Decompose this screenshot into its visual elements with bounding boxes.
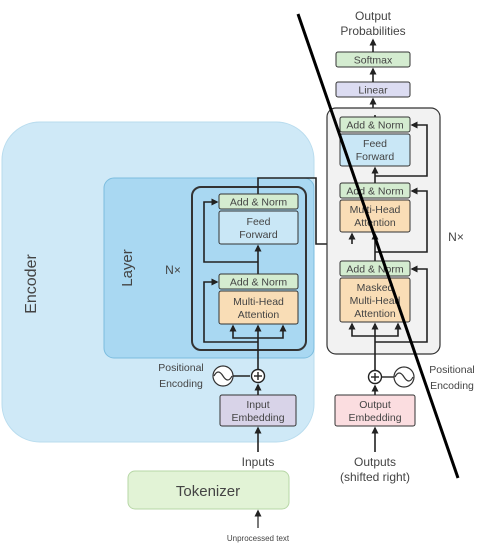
output-embedding: Output Embedding xyxy=(334,384,416,452)
svg-text:Add & Norm: Add & Norm xyxy=(230,277,287,289)
encoder-label: Encoder xyxy=(23,254,40,314)
svg-text:Attention: Attention xyxy=(238,309,280,321)
svg-text:Multi-Head: Multi-Head xyxy=(350,204,401,216)
decoder-add-norm-bottom: Add & Norm xyxy=(339,260,411,277)
svg-text:Input: Input xyxy=(246,399,269,411)
outputs-label-2: (shifted right) xyxy=(340,470,410,484)
svg-text:Embedding: Embedding xyxy=(348,412,401,424)
encoder-block: N× Add & Norm Feed Forward Add & Norm Mu… xyxy=(165,177,373,370)
svg-text:Masked: Masked xyxy=(357,282,394,294)
encoder-positional-encoding: Positional Encoding xyxy=(158,362,266,390)
svg-text:Encoding: Encoding xyxy=(430,380,474,392)
svg-text:Add & Norm: Add & Norm xyxy=(346,120,403,132)
svg-text:Positional: Positional xyxy=(158,362,204,374)
tokenizer-box: Tokenizer xyxy=(127,470,290,510)
outputs-label-1: Outputs xyxy=(354,455,396,469)
decoder-arrows xyxy=(348,115,428,370)
svg-text:Multi-Head: Multi-Head xyxy=(350,295,401,307)
encoder-multi-head-attention: Multi-Head Attention xyxy=(218,290,299,325)
softmax-box: Softmax xyxy=(335,51,411,68)
svg-text:Encoding: Encoding xyxy=(159,378,203,390)
decoder-masked-attention: Masked Multi-Head Attention xyxy=(339,277,411,323)
decoder-block: N× Add & Norm Feed Forward Add & Norm Mu… xyxy=(326,107,464,370)
decoder-feed-forward: Feed Forward xyxy=(339,133,411,167)
svg-text:Add & Norm: Add & Norm xyxy=(346,264,403,276)
encoder-feed-forward: Feed Forward xyxy=(218,210,299,245)
layer-label: Layer xyxy=(119,249,136,287)
decoder-positional-encoding: Positional Encoding xyxy=(367,364,475,392)
inputs-label: Inputs xyxy=(242,455,275,469)
strike-through-line xyxy=(296,13,460,479)
output-probabilities-label-1: Output xyxy=(355,9,392,23)
encoder-repeat-label: N× xyxy=(165,263,181,277)
decoder-repeat-label: N× xyxy=(448,230,464,244)
svg-text:Output: Output xyxy=(359,399,391,411)
input-embedding: Input Embedding xyxy=(219,383,297,452)
decoder-cross-attention: Multi-Head Attention xyxy=(339,199,411,233)
svg-text:Feed: Feed xyxy=(247,216,271,228)
svg-text:Attention: Attention xyxy=(354,308,396,320)
encoder-add-norm-top: Add & Norm xyxy=(218,193,299,210)
svg-text:Feed: Feed xyxy=(363,138,387,150)
encoder-add-norm-bottom: Add & Norm xyxy=(218,273,299,290)
svg-text:Linear: Linear xyxy=(358,85,388,97)
svg-text:Attention: Attention xyxy=(354,217,396,229)
svg-text:Add & Norm: Add & Norm xyxy=(346,186,403,198)
svg-text:Embedding: Embedding xyxy=(231,412,284,424)
decoder-add-norm-mid: Add & Norm xyxy=(339,182,411,199)
output-probabilities-label-2: Probabilities xyxy=(340,24,405,38)
svg-text:Positional: Positional xyxy=(429,364,475,376)
linear-box: Linear xyxy=(335,81,411,98)
svg-text:Multi-Head: Multi-Head xyxy=(233,296,284,308)
svg-text:Forward: Forward xyxy=(356,151,395,163)
svg-text:Add & Norm: Add & Norm xyxy=(230,197,287,209)
unprocessed-text-label: Unprocessed text xyxy=(227,534,290,543)
tokenizer-label: Tokenizer xyxy=(176,483,240,500)
svg-text:Forward: Forward xyxy=(239,229,278,241)
svg-text:Softmax: Softmax xyxy=(354,55,393,67)
decoder-add-norm-top: Add & Norm xyxy=(339,116,411,133)
